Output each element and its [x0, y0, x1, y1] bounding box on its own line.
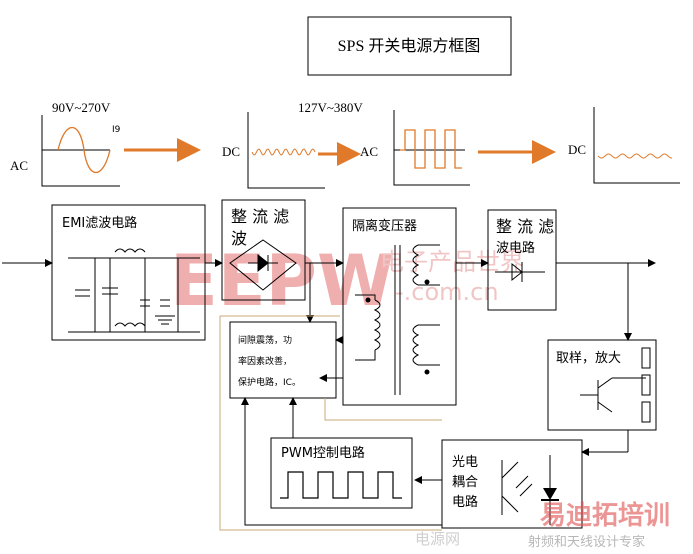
input-mark: I9 — [112, 125, 121, 135]
pwm-label: PWM控制电路 — [281, 445, 365, 461]
protection-label-1: 间隙震荡，功 — [238, 334, 292, 346]
waveform-square: 127V~380V AC — [298, 100, 556, 186]
rectifier-label-2: 波 — [231, 229, 247, 248]
protection-block: 间隙震荡，功 率因素改善， 保护电路，IC。 — [229, 321, 337, 399]
output-rect-label-1: 整 流 滤 — [496, 217, 554, 236]
opto-label-2: 耦合 — [452, 475, 478, 490]
ac2-label: AC — [360, 144, 378, 159]
optocoupler-block: 光电 耦合 电路 — [441, 439, 583, 529]
sampling-label: 取样，放大 — [556, 351, 621, 366]
title-box — [307, 16, 512, 76]
opto-label-1: 光电 — [452, 455, 478, 470]
watermark-bottom-left: 电源网 — [415, 530, 460, 548]
emi-circuit-icon — [68, 248, 200, 333]
waveform-ac-input: 90V~270V I9 AC — [10, 100, 201, 187]
watermark-bottom-right-2: 射频和天线设计专家 — [528, 534, 645, 550]
eepw-cn-text: 电子产品世界 — [380, 248, 524, 276]
eepw-watermark: EEPW 电子产品世界 -.com.cn — [170, 240, 524, 322]
pwm-wave-icon — [280, 471, 402, 499]
emi-filter-label: EMI滤波电路 — [62, 215, 137, 231]
mid-range-label: 127V~380V — [298, 100, 363, 115]
watermark-bottom-right-1: 易迪拓培训 — [540, 501, 670, 531]
input-ac-label: AC — [10, 158, 28, 173]
protection-label-2: 率因素改善， — [238, 355, 292, 367]
transformer-block: 隔离变压器 — [342, 207, 457, 406]
rectifier-label-1: 整 流 滤 — [231, 207, 289, 226]
opto-label-3: 电路 — [452, 494, 478, 510]
bridge-rectifier-icon — [229, 239, 297, 291]
page-title: SPS 开关电源方框图 — [338, 37, 481, 55]
transformer-label: 隔离变压器 — [352, 218, 417, 234]
emi-filter-block: EMI滤波电路 — [51, 204, 206, 341]
eepw-url-text: -.com.cn — [395, 278, 499, 306]
transistor-icon — [580, 347, 651, 423]
diode-icon — [495, 262, 545, 282]
dc2-label: DC — [568, 142, 586, 157]
pwm-control-block: PWM控制电路 — [270, 437, 413, 509]
transformer-coils-icon — [355, 244, 440, 395]
input-range-label: 90V~270V — [52, 100, 111, 115]
protection-label-3: 保护电路，IC。 — [238, 376, 301, 388]
eepw-logo-text: EEPW — [170, 240, 394, 322]
sampling-amplifier-block: 取样，放大 — [547, 339, 657, 431]
bottom-watermarks: 电源网 易迪拓培训 射频和天线设计专家 — [415, 501, 670, 550]
rectifier-filter-block: 整 流 滤 波 — [221, 199, 306, 301]
dc1-label: DC — [222, 144, 240, 159]
phototransistor-icon — [501, 455, 551, 525]
output-rectifier-block: 整 流 滤 波电路 — [487, 209, 557, 311]
waveform-dc-output: DC — [568, 107, 680, 184]
output-rect-label-2: 波电路 — [496, 240, 535, 256]
waveform-dc-rectified: DC — [222, 112, 361, 189]
feedback-tan-lines — [219, 315, 442, 531]
